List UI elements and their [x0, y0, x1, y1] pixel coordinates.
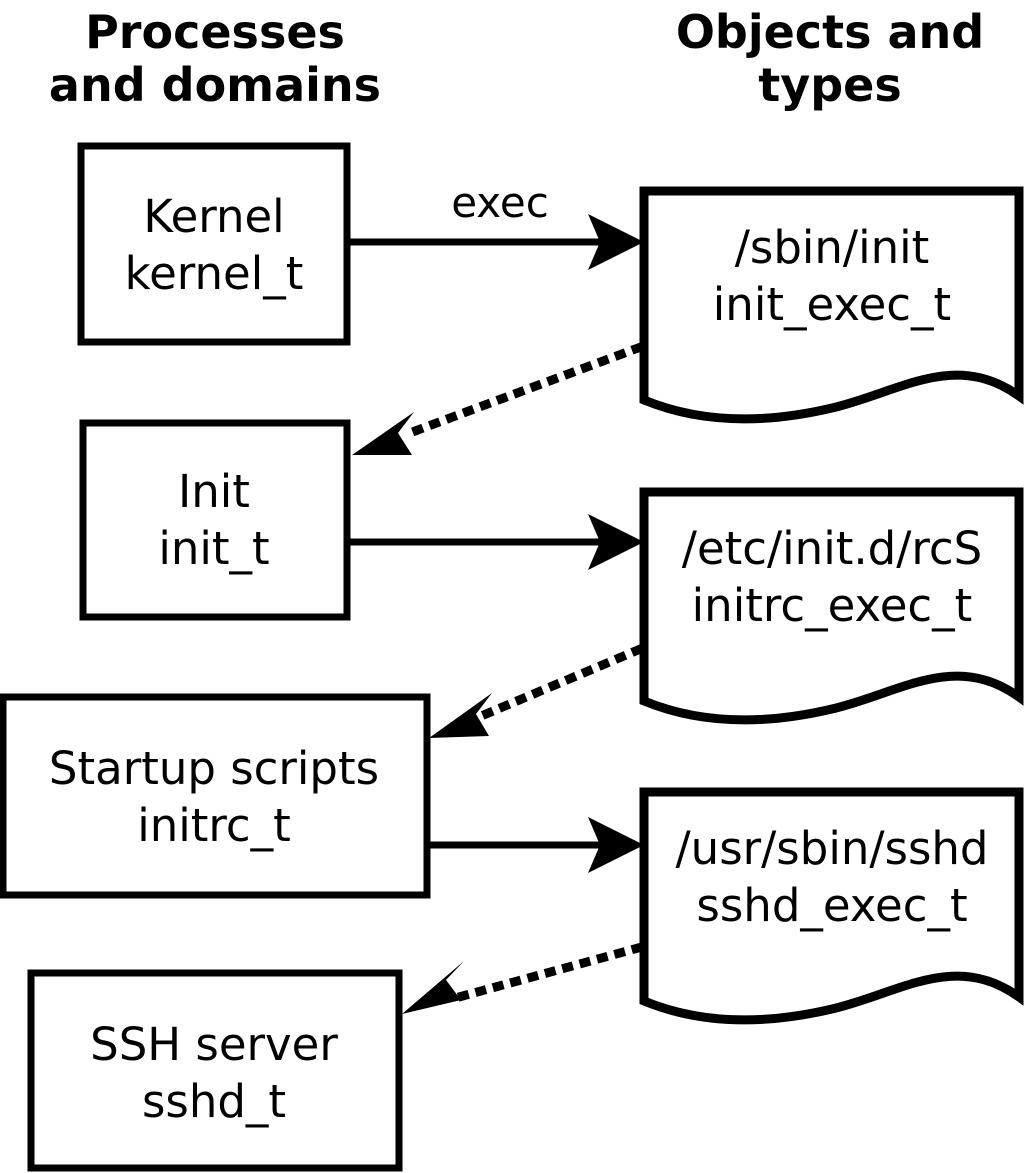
process-node-initrc[interactable]: Startup scripts initrc_t — [0, 693, 431, 899]
process-node-initrc-box[interactable] — [0, 693, 431, 899]
process-node-sshd-line2: sshd_t — [142, 1075, 286, 1128]
object-node-initrc_exec[interactable]: /etc/init.d/rcS initrc_exec_t — [639, 487, 1024, 725]
process-node-init-box[interactable] — [79, 419, 351, 621]
edge-init-exec-initrc_exec — [348, 514, 644, 570]
edge-sshd_exec-transition-sshd — [402, 942, 644, 1014]
edge-kernel-exec-init_exec: exec — [348, 178, 644, 270]
process-node-sshd-box[interactable] — [27, 969, 403, 1172]
object-node-sshd_exec-line2: sshd_exec_t — [696, 879, 967, 932]
column-title-processes: Processes and domains — [49, 5, 381, 112]
process-node-kernel-box[interactable] — [77, 142, 351, 346]
column-title-objects: Objects and types — [676, 5, 984, 112]
object-node-init_exec-line1: /sbin/init — [735, 221, 930, 274]
process-node-kernel-line1: Kernel — [143, 190, 284, 243]
column-title-processes-line2: and domains — [49, 58, 381, 112]
edge-init_exec-transition-init — [352, 342, 644, 455]
process-node-init[interactable]: Init init_t — [79, 419, 351, 621]
edge-init_exec-transition-line — [401, 342, 644, 440]
edge-initrc_exec-transition-arrowhead — [429, 693, 492, 738]
edge-initrc-exec-arrowhead — [588, 817, 644, 873]
column-title-processes-line1: Processes — [85, 5, 345, 59]
edge-sshd_exec-transition-arrowhead — [402, 961, 464, 1014]
object-node-sshd_exec[interactable]: /usr/sbin/sshd sshd_exec_t — [639, 787, 1024, 1025]
object-node-sshd_exec-document-shape[interactable] — [639, 787, 1024, 1025]
edge-initrc_exec-transition-initrc — [429, 644, 644, 738]
process-node-initrc-line1: Startup scripts — [49, 742, 379, 795]
process-node-sshd-line1: SSH server — [90, 1018, 338, 1071]
object-node-initrc_exec-line2: initrc_exec_t — [692, 579, 973, 632]
process-node-init-line2: init_t — [158, 522, 269, 575]
edge-initrc_exec-transition-line — [480, 644, 644, 720]
object-node-initrc_exec-line1: /etc/init.d/rcS — [682, 522, 982, 575]
edge-init-exec-arrowhead — [588, 514, 644, 570]
edge-label-exec: exec — [451, 178, 549, 227]
process-node-initrc-line2: initrc_t — [137, 799, 291, 852]
column-title-objects-line1: Objects and — [676, 5, 984, 59]
object-node-initrc_exec-document-shape[interactable] — [639, 487, 1024, 725]
object-node-init_exec-line2: init_exec_t — [713, 278, 951, 331]
process-node-init-line1: Init — [178, 465, 250, 518]
edge-kernel-exec-arrowhead — [588, 214, 644, 270]
column-title-objects-line2: types — [758, 58, 901, 112]
object-node-init_exec[interactable]: /sbin/init init_exec_t — [639, 186, 1024, 424]
object-node-init_exec-document-shape[interactable] — [639, 186, 1024, 424]
object-node-sshd_exec-line1: /usr/sbin/sshd — [676, 822, 989, 875]
edge-sshd_exec-transition-line — [453, 942, 644, 1003]
process-node-kernel-line2: kernel_t — [125, 247, 304, 300]
edge-initrc-exec-sshd_exec — [428, 817, 644, 873]
edge-init_exec-transition-arrowhead — [352, 412, 414, 455]
process-node-kernel[interactable]: Kernel kernel_t — [77, 142, 351, 346]
process-node-sshd[interactable]: SSH server sshd_t — [27, 969, 403, 1172]
